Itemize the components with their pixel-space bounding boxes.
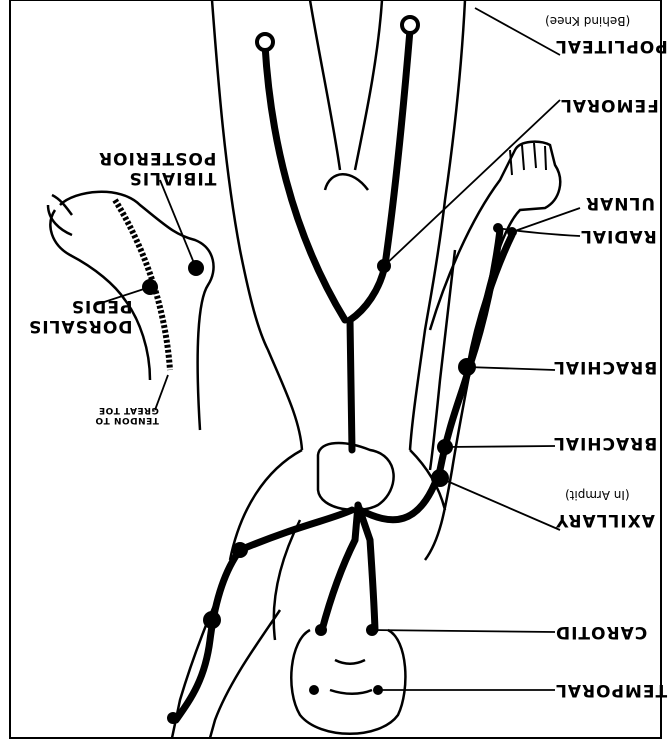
wrist-point <box>167 712 179 724</box>
label-posterior-tibialis: TIBIALIS POSTERIOR <box>98 148 216 188</box>
label-carotid: CAROTID <box>555 622 647 642</box>
temporal-point-left <box>309 685 319 695</box>
label-popliteal: POPLITEAL <box>555 36 668 56</box>
arm-point <box>203 611 221 629</box>
ulnar-point <box>507 227 517 237</box>
label-femoral: FEMORAL <box>560 95 659 115</box>
label-brachial-2: BRACHIAL <box>553 433 657 453</box>
loop-right <box>402 17 418 33</box>
label-temporal: TEMPORAL <box>555 680 667 700</box>
label-brachial-1: BRACHIAL <box>553 357 657 377</box>
label-axillary-note: (In Armpit) <box>565 488 630 502</box>
label-radial: RADIAL <box>580 226 657 246</box>
label-dorsalis-pedis: DORSALIS PEDIS <box>28 296 132 336</box>
label-popliteal-note: (Behind Knee) <box>545 14 630 28</box>
label-axillary: AXILLARY <box>555 510 655 530</box>
arteries <box>176 30 512 720</box>
loop-left <box>257 34 273 50</box>
label-ulnar: ULNAR <box>585 193 655 213</box>
carotid-point-left <box>315 624 327 636</box>
label-tendon: TENDON TO GREAT TOE <box>95 405 159 425</box>
shoulder-point <box>232 542 248 558</box>
